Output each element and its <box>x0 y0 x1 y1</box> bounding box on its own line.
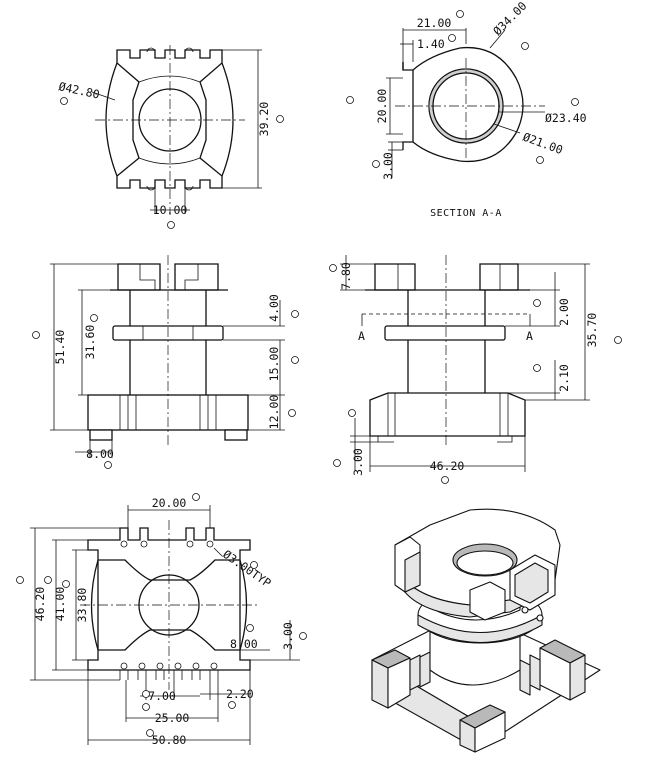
ml-overall-height-label: 51.40 <box>53 330 67 365</box>
mr-gap-label: 2.00 <box>557 298 571 326</box>
ml-body-height-label: 31.60 <box>83 325 97 360</box>
mr-top-label: 7.80 <box>339 262 353 290</box>
mr-section-a-left: A <box>358 329 365 343</box>
middle-left-view: 51.40 31.60 4.00 15.00 12.00 8.00 <box>32 255 299 469</box>
tr-offset-label: 1.40 <box>417 37 445 51</box>
bl-pin-span-label: 25.00 <box>155 711 190 725</box>
ml-pin-width-label: 8.00 <box>86 447 114 461</box>
tr-tab-label: 3.00 <box>381 152 395 180</box>
tl-pin-gap-label: 10.00 <box>153 203 188 217</box>
bottom-pin-slots <box>119 540 219 680</box>
ml-base-label: 12.00 <box>267 395 281 430</box>
middle-right-view: A A 7.80 2.00 35.70 2.10 3.00 46.20 <box>329 255 622 484</box>
mr-pin-label: 3.00 <box>351 448 365 476</box>
section-caption: SECTION A-A <box>430 208 502 219</box>
ml-winding-label: 15.00 <box>267 347 281 382</box>
tr-inner-dia-label: Ø23.40 <box>545 111 587 125</box>
bottom-left-view: 20.00 Ø3.00TYP 46.20 41.00 33.80 8.00 3.… <box>16 493 307 747</box>
tr-slot-label: 20.00 <box>375 89 389 124</box>
bl-height-inner-label: 33.80 <box>75 588 89 623</box>
top-left-view: 39.20 10.00 Ø42.80 <box>57 45 284 229</box>
mr-step-label: 2.10 <box>557 364 571 392</box>
tr-outer-dia-label: Ø34.00 <box>490 0 529 38</box>
ml-flange-label: 4.00 <box>267 294 281 322</box>
isometric-view <box>371 508 601 753</box>
tr-bore-dia-label: Ø21.00 <box>521 130 565 157</box>
bl-height-mid-label: 41.00 <box>53 587 67 622</box>
bl-hole-label: Ø3.00TYP <box>220 547 273 590</box>
mr-section-a-right: A <box>526 329 533 343</box>
tr-width-label: 21.00 <box>417 16 452 30</box>
bl-pin-pitch-label: 7.00 <box>148 689 176 703</box>
top-right-view: 21.00 1.40 Ø34.00 Ø23.40 Ø21.00 20.00 3.… <box>346 0 587 219</box>
bl-top-pin-span-label: 20.00 <box>152 496 187 510</box>
bl-side-small-label: 3.00 <box>281 622 295 650</box>
mr-overall-label: 35.70 <box>585 313 599 348</box>
bl-overall-width-label: 50.80 <box>152 733 187 747</box>
bl-side-label: 8.00 <box>230 637 258 651</box>
mr-width-label: 46.20 <box>430 459 465 473</box>
bl-height-outer-label: 46.20 <box>33 587 47 622</box>
bl-pin-small-label: 2.20 <box>226 687 254 701</box>
tl-height-label: 39.20 <box>257 102 271 137</box>
